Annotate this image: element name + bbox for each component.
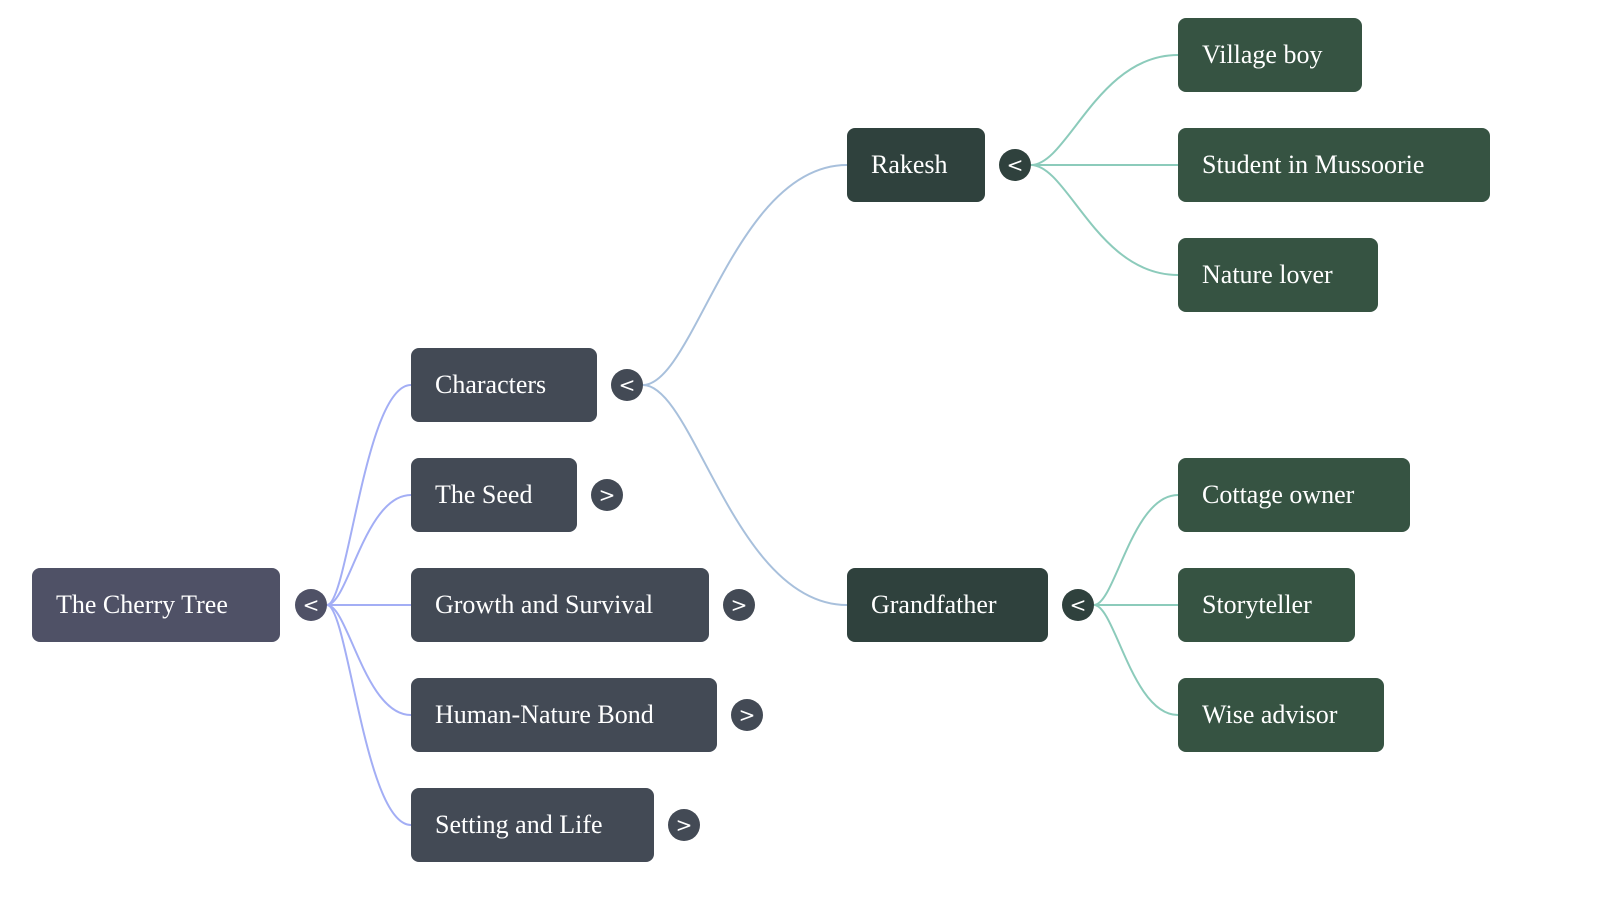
connector-line (326, 494, 412, 606)
trait-node[interactable]: Cottage owner (1178, 458, 1410, 532)
collapse-grandfather-toggle-icon[interactable]: < (1062, 589, 1094, 621)
connector-line (1093, 494, 1179, 606)
trait-node[interactable]: Village boy (1178, 18, 1362, 92)
branch-node-setting-and-life[interactable]: Setting and Life (411, 788, 654, 862)
trait-node[interactable]: Wise advisor (1178, 678, 1384, 752)
expand-growth-and-survival-toggle-icon[interactable]: > (723, 589, 755, 621)
branch-node-growth-and-survival[interactable]: Growth and Survival (411, 568, 709, 642)
connector-line (1030, 54, 1179, 166)
connector-line (642, 384, 848, 606)
character-node-rakesh[interactable]: Rakesh (847, 128, 985, 202)
connector-line (1030, 164, 1179, 276)
root-node[interactable]: The Cherry Tree (32, 568, 280, 642)
collapse-characters-toggle-icon[interactable]: < (611, 369, 643, 401)
branch-node-the-seed[interactable]: The Seed (411, 458, 577, 532)
trait-node[interactable]: Student in Mussoorie (1178, 128, 1490, 202)
connector-line (326, 604, 412, 826)
trait-node[interactable]: Nature lover (1178, 238, 1378, 312)
expand-the-seed-toggle-icon[interactable]: > (591, 479, 623, 511)
collapse-root-toggle-icon[interactable]: < (295, 589, 327, 621)
expand-setting-and-life-toggle-icon[interactable]: > (668, 809, 700, 841)
connector-line (642, 164, 848, 386)
branch-node-characters[interactable]: Characters (411, 348, 597, 422)
expand-human-nature-bond-toggle-icon[interactable]: > (731, 699, 763, 731)
connector-line (1093, 604, 1179, 716)
character-node-grandfather[interactable]: Grandfather (847, 568, 1048, 642)
connector-line (326, 384, 412, 606)
branch-node-human-nature-bond[interactable]: Human-Nature Bond (411, 678, 717, 752)
connector-line (326, 604, 412, 716)
trait-node[interactable]: Storyteller (1178, 568, 1355, 642)
collapse-rakesh-toggle-icon[interactable]: < (999, 149, 1031, 181)
